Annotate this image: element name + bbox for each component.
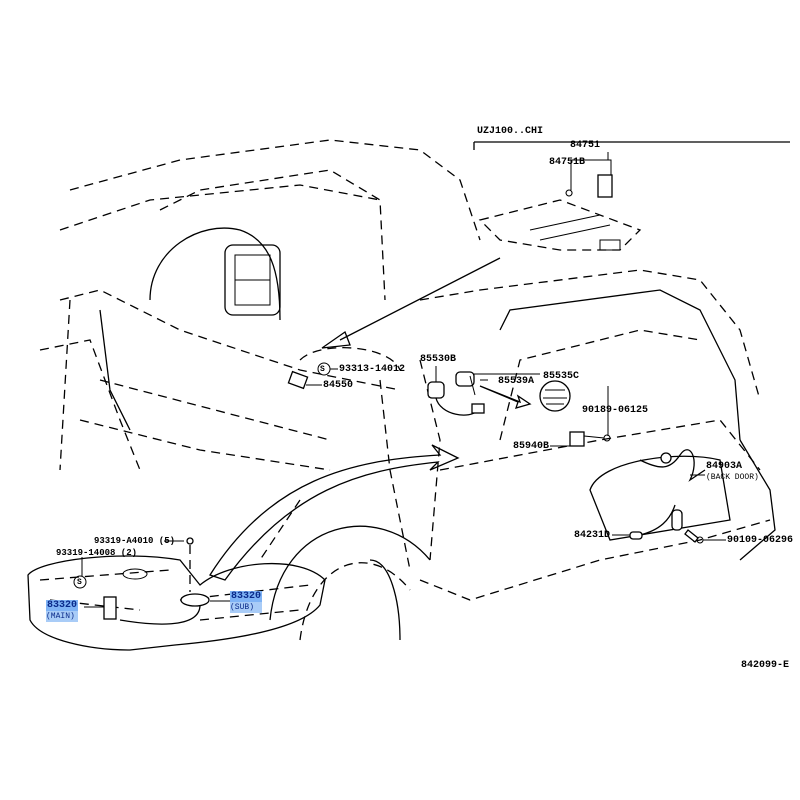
callout-90109-06296[interactable]: 90109-06296 [727,535,794,546]
callout-84903a[interactable]: 84903A (BACK DOOR) [706,461,759,483]
callout-93313-14012[interactable]: 93313-14012 [339,364,406,375]
switch-84550 [287,370,309,390]
callout-85530b[interactable]: 85530B [420,354,457,365]
air-vent [224,244,281,316]
callout-85535c[interactable]: 85535C [543,371,580,382]
callout-83320-sub-note: (SUB) [230,602,263,613]
symbol-s-upper-label: S [320,365,325,374]
callout-84903a-note: (BACK DOOR) [706,473,759,482]
callout-83320-main-note: (MAIN) [46,611,79,622]
callout-83320-sub-part: 83320 [230,591,263,602]
socket-85530b [427,381,445,399]
callout-84231d[interactable]: 84231D [574,530,611,541]
catalog-code: 842099-E [741,660,790,671]
switch-84751 [597,174,613,198]
fuel-sender-sub [180,593,210,607]
fuel-pump-main [103,596,117,620]
callout-83320-sub[interactable]: 83320 (SUB) [230,591,263,613]
callout-90189-06125[interactable]: 90189-06125 [582,405,649,416]
symbol-s-lower [73,575,87,589]
callout-83320-main[interactable]: 83320 (MAIN) [46,600,79,622]
callout-85539a[interactable]: 85539A [498,376,535,387]
callout-84751b[interactable]: 84751B [549,157,586,168]
callout-84550[interactable]: 84550 [323,380,354,391]
callout-83320-main-part: 83320 [46,600,79,611]
relay-85940b [569,431,585,447]
callout-93319-a4010[interactable]: 93319-A4010 (5) [94,536,176,546]
callout-85940b[interactable]: 85940B [513,441,550,452]
callout-84903a-part: 84903A [706,461,743,472]
callout-84751[interactable]: 84751 [570,140,601,151]
lens-85535c [539,380,571,412]
symbol-s-lower-label: S [77,578,82,587]
callout-93319-14008[interactable]: 93319-14008 (2) [56,548,138,558]
variant-note: UZJ100..CHI [477,126,544,137]
fuel-tank [27,555,326,651]
